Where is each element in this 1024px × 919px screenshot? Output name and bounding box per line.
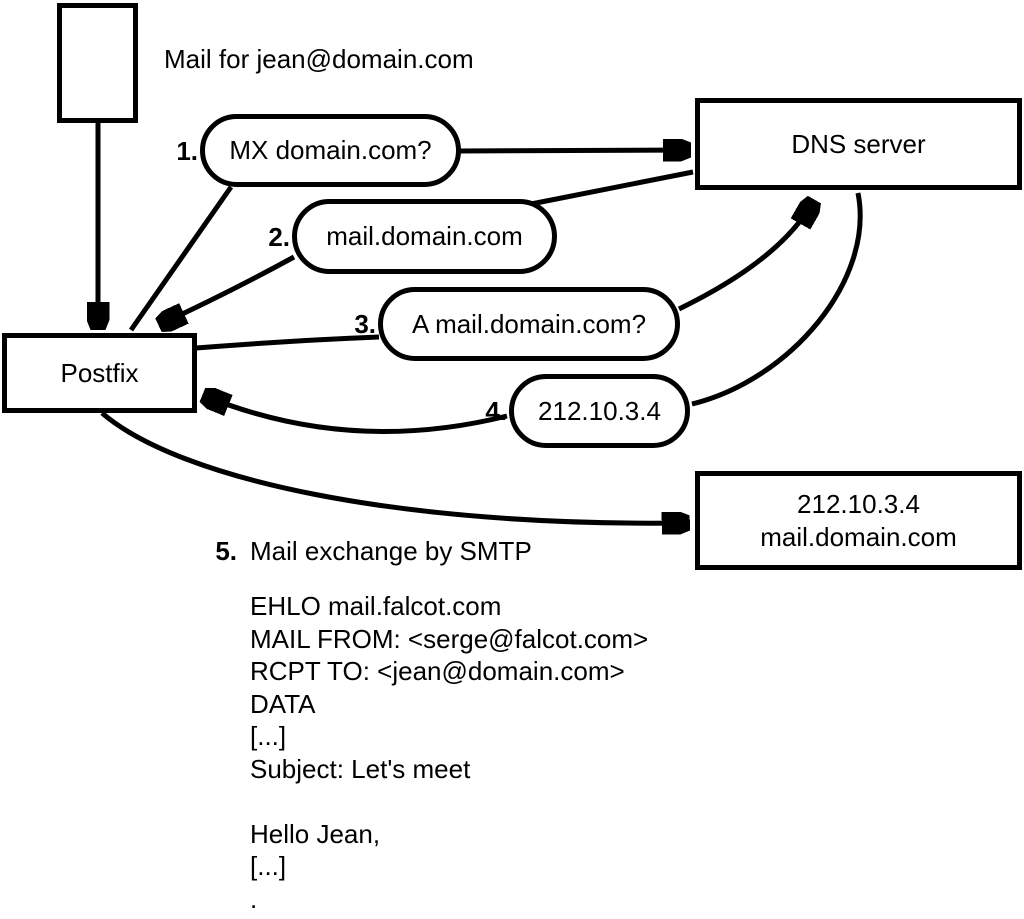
mail-server-hostname: mail.domain.com bbox=[760, 521, 957, 552]
step-1-number: 1. bbox=[176, 136, 198, 166]
line-dns-to-mx-answer bbox=[530, 169, 694, 207]
arrow-a-query-to-dns bbox=[677, 202, 813, 312]
a-answer-label: 212.10.3.4 bbox=[538, 395, 661, 426]
postfix-label: Postfix bbox=[60, 357, 139, 388]
arrow-a-answer-to-postfix bbox=[205, 396, 508, 435]
line-postfix-to-a-query bbox=[195, 334, 380, 351]
step-4-number: 4. bbox=[485, 396, 507, 426]
step-5-number: 5. bbox=[215, 536, 237, 566]
mx-query-label: MX domain.com? bbox=[229, 135, 432, 165]
step-2-number: 2. bbox=[268, 222, 290, 252]
dns-server-label: DNS server bbox=[791, 128, 926, 159]
line-postfix-to-mx-query bbox=[128, 185, 234, 332]
a-answer-pill: 212.10.3.4 bbox=[509, 374, 690, 448]
mx-answer-pill: mail.domain.com bbox=[292, 199, 557, 274]
mail-server-node: 212.10.3.4 mail.domain.com bbox=[695, 471, 1022, 570]
diagram-title: Mail for jean@domain.com bbox=[164, 44, 474, 74]
mail-server-ip: 212.10.3.4 bbox=[797, 488, 920, 519]
mx-query-pill: MX domain.com? bbox=[200, 114, 461, 187]
a-query-pill: A mail.domain.com? bbox=[378, 287, 680, 361]
dns-server-node: DNS server bbox=[695, 98, 1022, 190]
mail-message-node bbox=[57, 3, 138, 123]
step-5-label: Mail exchange by SMTP bbox=[250, 536, 532, 566]
arrow-mx-query-to-dns bbox=[457, 150, 688, 151]
a-query-label: A mail.domain.com? bbox=[411, 308, 647, 339]
postfix-node: Postfix bbox=[2, 333, 197, 413]
arrow-postfix-to-mailserver bbox=[100, 411, 687, 523]
step-3-number: 3. bbox=[354, 309, 376, 339]
line-dns-to-a-answer bbox=[691, 192, 863, 407]
smtp-session-text: EHLO mail.falcot.com MAIL FROM: <serge@f… bbox=[250, 591, 649, 914]
mx-answer-label: mail.domain.com bbox=[326, 221, 523, 251]
arrow-mx-answer-to-postfix bbox=[161, 254, 296, 324]
